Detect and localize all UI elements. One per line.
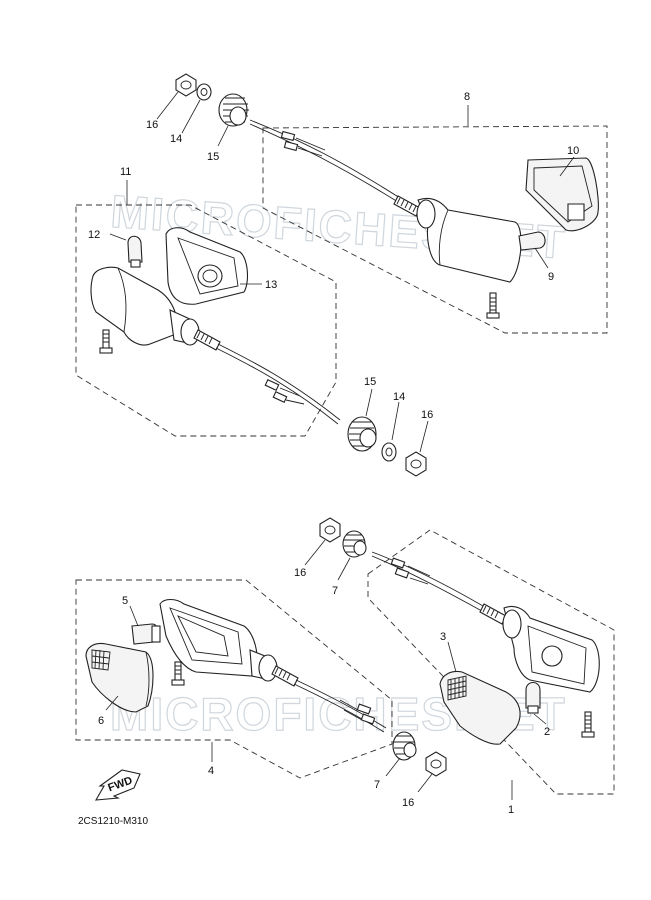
bulb-2[interactable] [525,681,541,714]
lens-10[interactable] [525,157,599,232]
callout-16-d: 16 [402,797,414,809]
callout-14-b: 14 [393,391,405,403]
callout-9: 9 [548,271,554,283]
grommet-7-bottom[interactable] [392,731,417,761]
turn-signal-body-lower-right[interactable] [502,605,600,693]
callout-16-a: 16 [146,119,158,131]
fwd-arrow-icon: FWD [94,769,141,801]
callout-8: 8 [464,91,470,103]
callout-10: 10 [567,145,579,157]
callout-16-c: 16 [294,567,306,579]
callout-4: 4 [208,765,214,777]
assembly-8-boundary [262,125,608,334]
nut-16-bottom[interactable] [425,751,447,777]
callout-13: 13 [265,279,277,291]
drawing-code: 2CS1210-M310 [78,816,148,827]
screw-lower-left[interactable] [171,661,185,686]
assembly-4-boundary [75,579,393,779]
assembly-1-group: 1 16 7 [294,517,615,816]
screw-upper-left[interactable] [99,329,113,354]
callout-15-b: 15 [364,376,376,388]
assembly-4-group: 4 5 [75,579,393,779]
nut-16-top[interactable] [175,73,197,97]
assembly-11-group: 11 12 13 [75,166,433,477]
callout-12: 12 [88,229,100,241]
bulb-12[interactable] [127,235,143,268]
assembly-11-boundary [75,204,337,437]
callout-7-b: 7 [374,779,380,791]
callout-3: 3 [440,631,446,643]
lens-3[interactable] [439,670,521,745]
washer-14-lower[interactable] [381,442,397,462]
grommet-7-mid[interactable] [342,530,367,558]
callout-7-a: 7 [332,585,338,597]
callout-6: 6 [98,715,104,727]
callout-2: 2 [544,726,550,738]
callout-14-a: 14 [170,133,182,145]
screw-top-right[interactable] [486,292,500,319]
callout-15-a: 15 [207,151,219,163]
callout-16-b: 16 [421,409,433,421]
nut-16-mid[interactable] [319,517,341,543]
callout-5: 5 [122,595,128,607]
grommet-15-lower[interactable] [347,416,377,452]
nut-16-lower[interactable] [405,451,427,477]
callout-1: 1 [508,804,514,816]
bulb-5[interactable] [131,623,161,645]
lens-6[interactable] [85,642,154,713]
screw-lower-right[interactable] [581,711,595,738]
callout-11: 11 [120,166,131,178]
turn-signal-body-top-right[interactable] [416,197,522,283]
assembly-8-group: 8 16 14 15 [146,73,608,334]
bulb-9[interactable] [518,231,546,251]
housing-13[interactable] [165,227,249,305]
washer-14-top[interactable] [196,83,212,101]
grommet-15-top[interactable] [218,93,249,127]
